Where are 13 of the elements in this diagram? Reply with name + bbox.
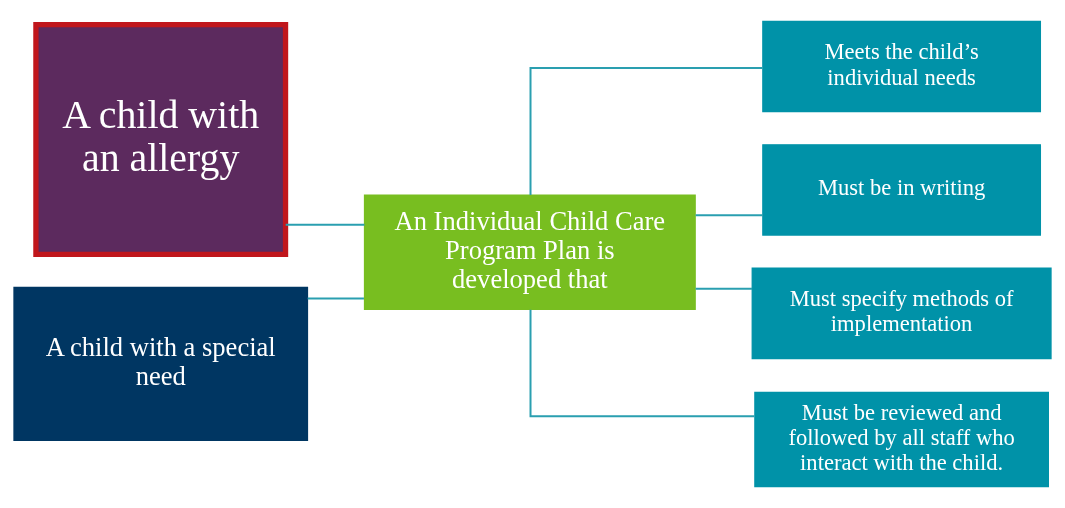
connector (529, 67, 764, 197)
node-box: Meets the child’s individual needs (762, 20, 1042, 113)
node-box: A child with a special need (13, 286, 309, 441)
connector (529, 308, 756, 418)
node-box: Must be in writing (762, 144, 1042, 236)
node-box: An Individual Child Care Program Plan is developed that (363, 194, 696, 311)
connector (694, 287, 753, 290)
connector (306, 297, 365, 300)
connector (694, 214, 764, 217)
node-box: Must specify methods of implementation (751, 267, 1052, 360)
node-box: Must be reviewed and followed by all staff who interact with the child. (754, 391, 1049, 488)
connector (284, 223, 366, 226)
node-box: A child with an allergy (33, 21, 289, 257)
